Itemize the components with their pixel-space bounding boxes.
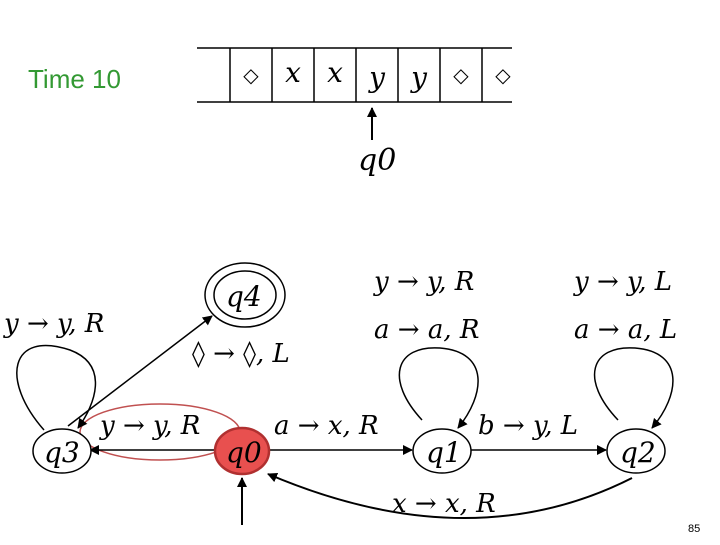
- tape-head-state: q0: [358, 143, 396, 178]
- state-q4-accepting: q4: [204, 262, 286, 328]
- tape-cell: y: [367, 61, 386, 94]
- transition-q2-loop-line2: a → a, L: [574, 315, 677, 345]
- state-q4-label: q4: [226, 280, 262, 313]
- transition-q1-loop-line2: a → a, R: [374, 315, 479, 345]
- slide-number: 85: [688, 523, 700, 535]
- transition-q0-q3: y → y, R: [99, 411, 200, 441]
- tape: ◇ x x y y ◇ ◇: [197, 47, 512, 103]
- state-q3-label: q3: [44, 436, 80, 469]
- loop-q3: [16, 344, 97, 431]
- loop-q2: [593, 347, 674, 429]
- transition-q2-loop-line1: y → y, L: [573, 267, 672, 297]
- time-label: Time 10: [28, 64, 121, 94]
- transition-q3-q4: ◊ → ◊, L: [192, 339, 290, 369]
- state-q0: q0: [213, 426, 271, 476]
- transition-q3-loop: y → y, R: [3, 309, 104, 339]
- state-q3: q3: [32, 428, 92, 474]
- transition-q2-q0: x → x, R: [392, 489, 496, 519]
- tape-cell: x: [327, 56, 343, 89]
- state-q2: q2: [606, 428, 666, 474]
- transition-q1-loop-line1: y → y, R: [373, 267, 474, 297]
- state-q1: q1: [412, 428, 472, 474]
- tape-cell: y: [409, 61, 428, 94]
- transition-q0-q1: a → x, R: [274, 411, 379, 441]
- tape-cell: x: [285, 56, 301, 89]
- tape-cell: ◇: [495, 63, 511, 87]
- edge-q3-q4: [67, 315, 213, 427]
- tape-cell: ◇: [453, 63, 469, 87]
- state-q1-label: q1: [426, 436, 462, 469]
- tape-cell: ◇: [243, 63, 259, 87]
- transition-q1-q2: b → y, L: [478, 411, 578, 441]
- edge-q2-q0: [267, 472, 633, 519]
- loop-q1: [398, 347, 479, 429]
- state-q2-label: q2: [620, 436, 656, 469]
- state-q0-label: q0: [226, 436, 262, 469]
